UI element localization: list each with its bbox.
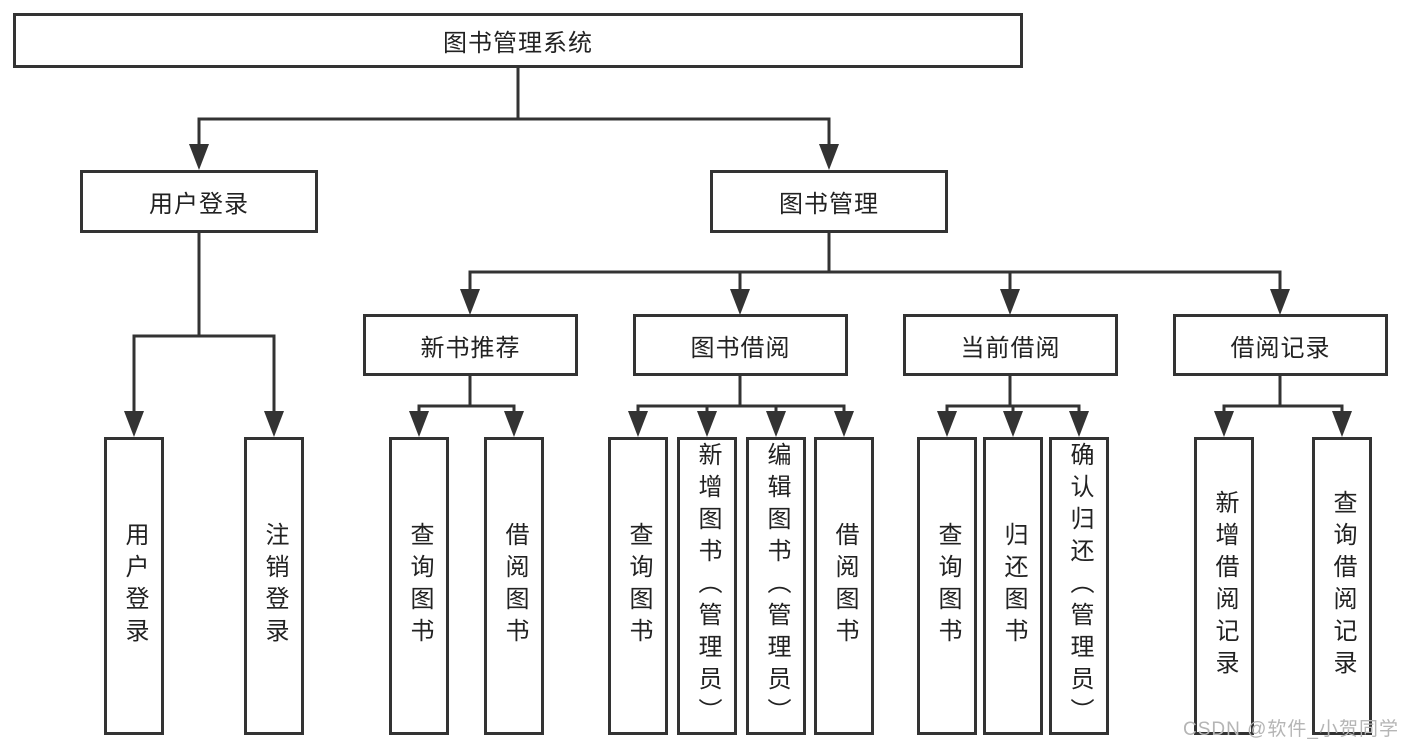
leaf-recommend-borrow-book: 借阅图书	[484, 437, 544, 735]
node-borrowing-records: 借阅记录	[1173, 314, 1388, 376]
node-label: 借阅记录	[1230, 334, 1331, 362]
node-user-login: 用户登录	[80, 170, 318, 233]
leaf-borrowing-edit-book-admin: 编辑图书（管理员）	[746, 437, 806, 735]
node-label: 图书管理	[779, 191, 879, 218]
watermark: CSDN @软件_小贺同学	[1183, 719, 1399, 740]
node-label: 用户登录	[121, 522, 148, 650]
node-book-management: 图书管理	[710, 170, 948, 233]
node-label: 借阅图书	[501, 522, 528, 650]
leaf-borrowing-add-book-admin: 新增图书（管理员）	[677, 437, 737, 735]
node-current-borrowing: 当前借阅	[903, 314, 1118, 376]
leaf-logout: 注销登录	[244, 437, 304, 735]
leaf-user-login: 用户登录	[104, 437, 164, 735]
node-label: 归还图书	[1000, 522, 1027, 650]
node-label: 确认归还（管理员）	[1066, 442, 1093, 730]
node-label: 新书推荐	[420, 334, 521, 362]
leaf-current-return-book: 归还图书	[983, 437, 1043, 735]
node-label: 查询借阅记录	[1329, 490, 1356, 682]
node-label: 查询图书	[934, 522, 961, 650]
node-library-management-system: 图书管理系统	[13, 13, 1023, 68]
node-label: 注销登录	[261, 522, 288, 650]
node-label: 当前借阅	[960, 334, 1061, 362]
leaf-borrowing-query-book: 查询图书	[608, 437, 668, 735]
node-label: 图书管理系统	[443, 30, 593, 57]
leaf-current-confirm-return-admin: 确认归还（管理员）	[1049, 437, 1109, 735]
node-label: 借阅图书	[831, 522, 858, 650]
node-new-book-recommend: 新书推荐	[363, 314, 578, 376]
connector-paths	[132, 68, 1344, 412]
node-label: 查询图书	[625, 522, 652, 650]
leaf-current-query-book: 查询图书	[917, 437, 977, 735]
node-label: 编辑图书（管理员）	[763, 442, 790, 730]
leaf-recommend-query-book: 查询图书	[389, 437, 449, 735]
node-label: 查询图书	[406, 522, 433, 650]
leaf-records-add-borrow-record: 新增借阅记录	[1194, 437, 1254, 735]
node-label: 用户登录	[149, 191, 249, 218]
node-label: 新增借阅记录	[1211, 490, 1238, 682]
node-label: 图书借阅	[690, 334, 791, 362]
leaf-records-query-borrow-record: 查询借阅记录	[1312, 437, 1372, 735]
node-label: 新增图书（管理员）	[694, 442, 721, 730]
leaf-borrowing-borrow-book: 借阅图书	[814, 437, 874, 735]
node-book-borrowing: 图书借阅	[633, 314, 848, 376]
arrowhead-icons	[124, 144, 1352, 437]
